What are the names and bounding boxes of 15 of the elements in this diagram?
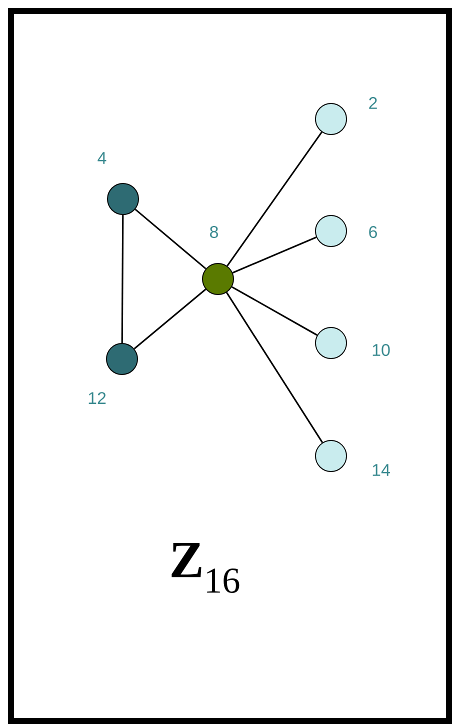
vertex-label: 14	[372, 464, 390, 476]
edge-line	[134, 288, 206, 350]
vertex-label: 8	[210, 226, 218, 238]
vertex-label: 10	[372, 344, 390, 356]
title: Z$_{16}$	[172, 543, 240, 593]
edge-line	[226, 292, 324, 443]
vertex-label: 2	[369, 97, 377, 109]
vertex-label: 4	[98, 152, 106, 164]
edge-line	[121, 215, 124, 343]
vertex-label: 12	[88, 392, 106, 404]
edge-line	[134, 208, 206, 270]
vertex-label: 6	[369, 226, 377, 238]
edge-line	[226, 132, 322, 266]
edge-line	[232, 286, 318, 336]
edge-line	[232, 236, 317, 274]
